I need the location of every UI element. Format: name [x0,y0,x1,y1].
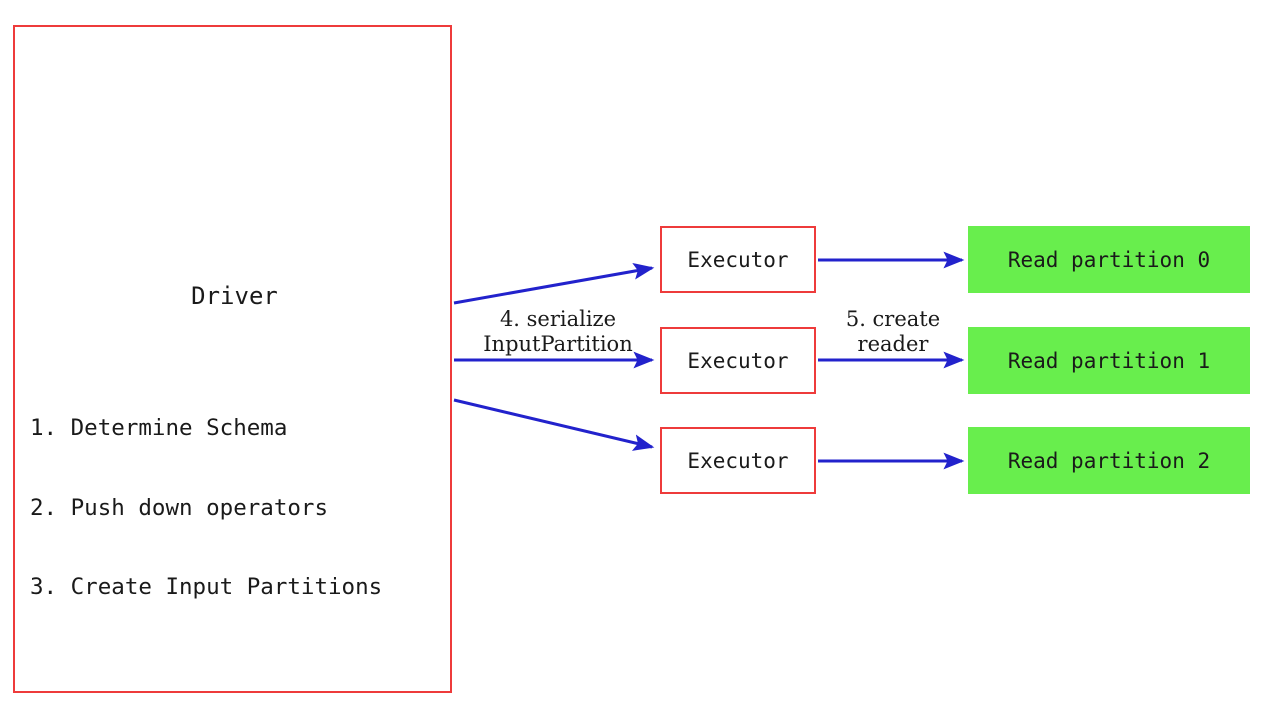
arrow-driver-to-executor-0 [453,262,655,305]
driver-step-1: 1. Determine Schema [30,415,288,441]
driver-box: Driver 1. Determine Schema 2. Push down … [13,25,452,693]
driver-steps-list: 1. Determine Schema 2. Push down operato… [30,362,382,654]
driver-title: Driver [191,282,278,310]
label-serialize-line1: 4. serialize [499,307,617,331]
driver-step-2: 2. Push down operators [30,494,329,521]
read-partition-box-0: Read partition 0 [968,226,1250,293]
label-serialize-line2: InputPartition [483,332,633,356]
executor-box-1: Executor [660,327,816,394]
label-create-reader: 5. create reader [833,307,953,357]
label-serialize-inputpartition: 4. serialize InputPartition [458,307,658,357]
read-partition-box-2: Read partition 2 [968,427,1250,494]
driver-step-3: 3. Create Input Partitions [30,574,383,600]
label-create-line2: reader [857,332,929,356]
arrow-driver-to-executor-2 [453,398,655,451]
label-create-line1: 5. create [845,307,941,331]
executor-box-2: Executor [660,427,816,494]
executor-box-0: Executor [660,226,816,293]
read-partition-box-1: Read partition 1 [968,327,1250,394]
